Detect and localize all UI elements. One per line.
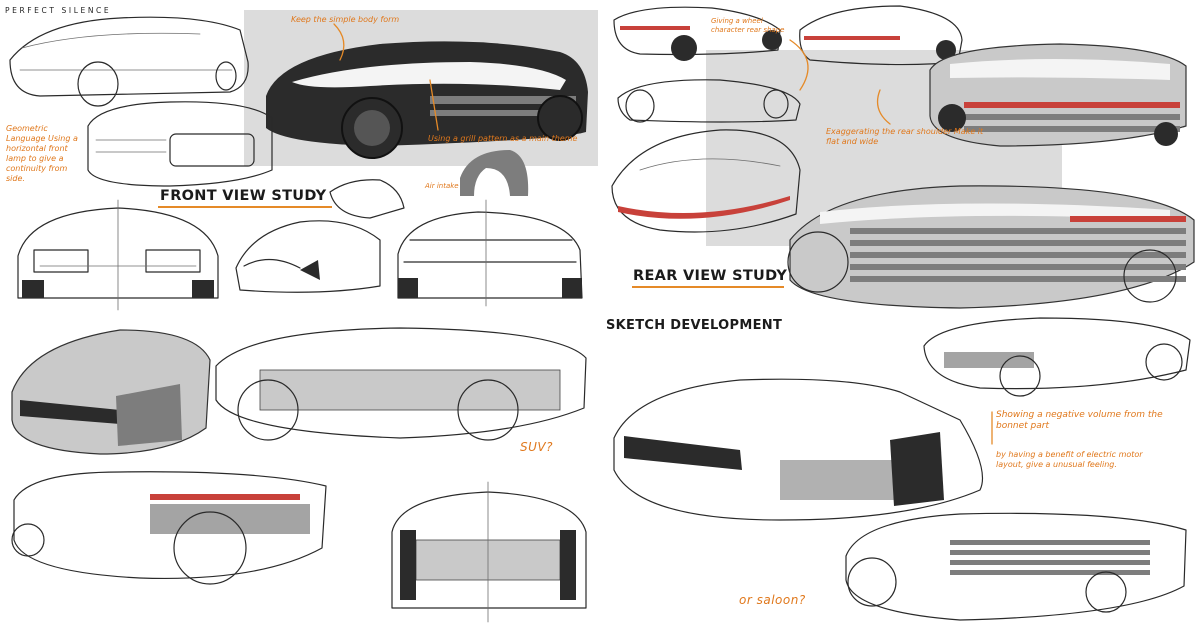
front-three-quarter-sketch: [235, 220, 381, 293]
leader-line-grill: [429, 79, 439, 131]
rear-striped-side-render: [787, 185, 1195, 309]
leader-line-shoulder: [876, 89, 891, 125]
rear-view-study-title: REAR VIEW STUDY: [633, 268, 788, 284]
rear-render-car: [929, 43, 1187, 147]
front-title-underline: [158, 206, 332, 208]
small-front-car-sketch: [329, 179, 405, 219]
front-render-dark-car: [266, 41, 588, 159]
development-rear-side-sketch: [11, 471, 327, 585]
rear-title-underline: [632, 286, 784, 288]
sketch-development-title: SKETCH DEVELOPMENT: [606, 318, 783, 333]
development-bottom-right-sketch: [845, 512, 1187, 621]
rear-three-quarter-sketch-left: [87, 101, 273, 187]
front-elevation-sketch: [17, 199, 219, 311]
grill-pattern-annotation: Using a grill pattern as a main theme: [428, 134, 578, 143]
rear-shoulder-annotation: Exaggerating the rear shoulder Make it f…: [826, 127, 984, 146]
suv-sketch-top-left: [9, 16, 249, 107]
small-side-sketch-right: [617, 79, 801, 123]
rear-side-sketch-top: [799, 5, 963, 66]
brand-label: PERFECT SILENCE: [5, 6, 112, 15]
geometric-language-annotation: Geometric Language Using a horizontal fr…: [6, 124, 78, 183]
leader-line-body-form: [333, 23, 345, 61]
development-center-right-sketch: [613, 378, 984, 521]
negative-volume-annotation: Showing a negative volume from the bonne…: [996, 410, 1163, 431]
development-side-sketch: [215, 327, 587, 441]
rear-elevation-sketch: [397, 199, 583, 307]
air-intake-annotation: Air intake: [425, 182, 459, 190]
air-intake-sketch: [460, 150, 529, 196]
saloon-question-annotation: or saloon?: [739, 593, 806, 607]
rear-wheel-sketch-top: [613, 6, 782, 61]
body-form-annotation: Keep the simple body form: [291, 15, 400, 24]
leader-line-rear-wheel: [789, 39, 809, 91]
development-top-right-sketch: [923, 317, 1191, 397]
suv-question-annotation: SUV?: [520, 440, 553, 454]
rear-wheel-annotation: Giving a wheel character rear shape: [711, 17, 785, 34]
front-view-study-title: FRONT VIEW STUDY: [160, 188, 327, 204]
electric-layout-annotation: by having a benefit of electric motor la…: [996, 450, 1143, 469]
development-rear-elevation-sketch: [391, 481, 587, 623]
rear-three-quarter-light-sketch: [611, 129, 801, 233]
development-front-three-quarter-sketch: [11, 329, 211, 455]
